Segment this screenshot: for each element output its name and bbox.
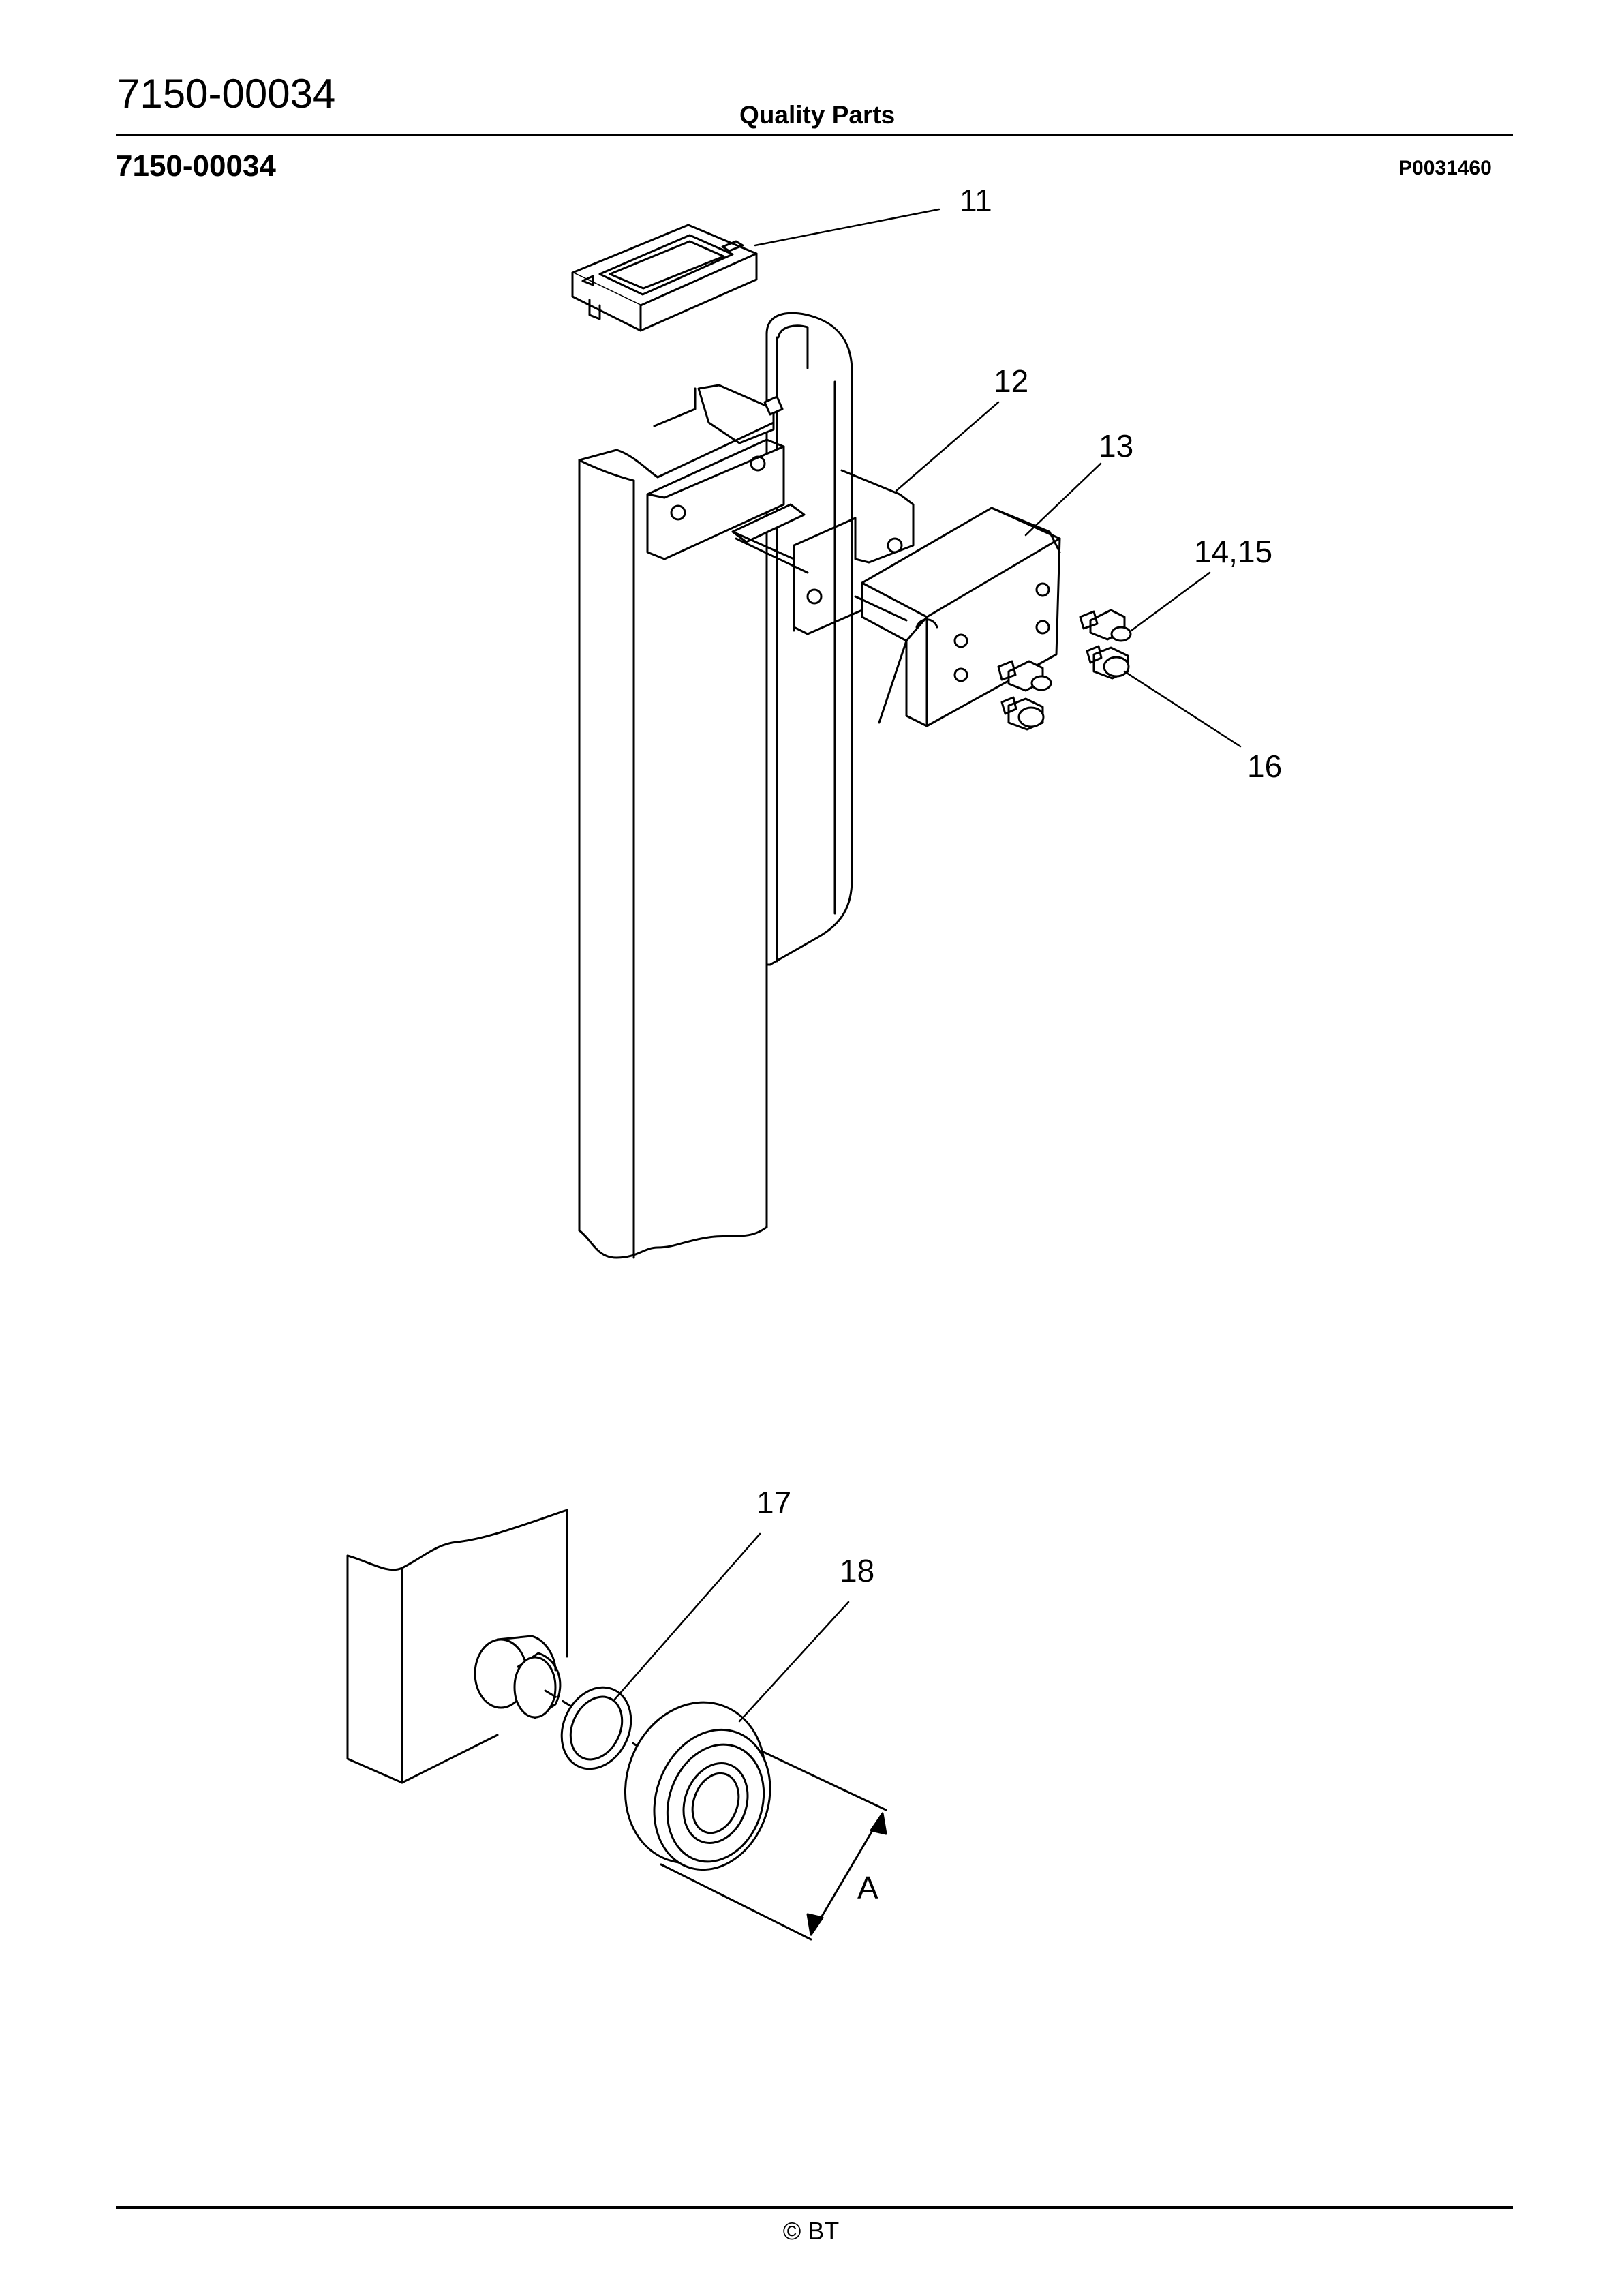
callout-12: 12 <box>994 363 1028 399</box>
part-18-bearing <box>624 1701 771 1903</box>
part-12-bracket-rail <box>646 312 915 966</box>
leader-16 <box>1123 670 1242 748</box>
part-16-bolts <box>1000 645 1130 731</box>
brand-label: Quality Parts <box>739 101 896 129</box>
leader-14-15 <box>1130 571 1211 632</box>
leader-18 <box>738 1601 850 1723</box>
callout-16: 16 <box>1247 749 1282 784</box>
callout-17: 17 <box>756 1485 791 1520</box>
leader-13 <box>1024 462 1102 537</box>
leader-17 <box>612 1532 761 1702</box>
callout-14-15: 14,15 <box>1194 534 1272 569</box>
figure-id: P0031460 <box>1398 157 1492 179</box>
part-14-15-screws <box>997 609 1132 692</box>
callout-13: 13 <box>1099 428 1133 464</box>
lower-mast-section <box>346 1509 683 1784</box>
mast-upright <box>578 387 775 1259</box>
part-13-sensor-block <box>854 507 1061 727</box>
section-title: 7150-00034 <box>116 149 276 183</box>
leader-12 <box>895 401 1000 492</box>
callout-18: 18 <box>840 1553 874 1588</box>
leader-11 <box>754 208 940 247</box>
leader-lines <box>612 208 1242 1723</box>
footer-divider <box>116 2206 1513 2209</box>
document-number: 7150-00034 <box>117 71 336 117</box>
callout-11: 11 <box>960 183 992 218</box>
dimension-a-label: A <box>857 1870 878 1905</box>
part-11-cap <box>571 224 758 332</box>
part-17-washer <box>560 1686 632 1770</box>
dimension-a <box>735 1751 887 1941</box>
copyright-footer: © BT <box>782 2217 840 2245</box>
header-divider <box>116 134 1513 136</box>
